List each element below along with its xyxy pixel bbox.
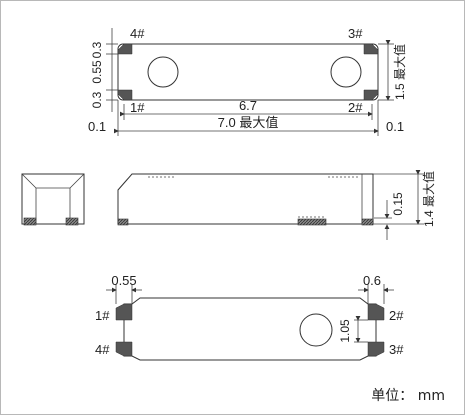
bottom-dot bbox=[299, 313, 333, 347]
top-pad-2 bbox=[363, 89, 379, 101]
dim-pad-thickness: 0.15 bbox=[391, 192, 405, 216]
top-left-dot bbox=[147, 56, 179, 88]
dim-width: 1.5 最大值 bbox=[392, 44, 407, 100]
bottom-pad-1 bbox=[115, 303, 133, 321]
top-pad-3 bbox=[363, 43, 379, 55]
end-view-pad-right bbox=[65, 217, 79, 226]
top-body-outline bbox=[117, 43, 379, 101]
bottom-pin-2-label: 2# bbox=[389, 308, 404, 323]
dim-left-pad: 0.55 bbox=[111, 273, 136, 288]
end-view bbox=[21, 173, 85, 226]
unit-label: 单位： mm bbox=[371, 388, 445, 404]
top-pin-2-label: 2# bbox=[348, 100, 363, 115]
side-view-pad-left bbox=[117, 218, 129, 226]
dim-height: 1.4 最大值 bbox=[421, 171, 436, 227]
dim-inner-length: 6.7 bbox=[239, 98, 257, 113]
top-pin-3-label: 3# bbox=[348, 26, 363, 41]
dim-right-pad: 0.6 bbox=[363, 273, 381, 288]
side-view: 1.4 最大值 0.15 bbox=[117, 170, 436, 240]
side-view-pad-mid bbox=[297, 218, 327, 226]
bottom-pin-4-label: 4# bbox=[95, 342, 110, 357]
bottom-pin-3-label: 3# bbox=[389, 342, 404, 357]
side-view-pad-right bbox=[361, 218, 374, 226]
top-right-dot bbox=[330, 56, 362, 88]
dim-right-margin: 0.1 bbox=[386, 119, 404, 134]
dim-left-margin: 0.1 bbox=[88, 119, 106, 134]
bottom-pad-4 bbox=[115, 341, 133, 357]
top-pin-4-label: 4# bbox=[130, 26, 145, 41]
top-view: 4# 3# 1# 2# 0.3 0.55 0.3 1.5 最大值 6.7 7.0… bbox=[88, 26, 407, 136]
side-view-outline bbox=[117, 173, 374, 225]
top-pin-1-label: 1# bbox=[130, 100, 145, 115]
top-pad-4 bbox=[117, 43, 133, 55]
top-pad-1 bbox=[117, 89, 133, 101]
dim-pad-gap: 0.55 bbox=[90, 60, 104, 84]
end-view-outline bbox=[21, 173, 85, 225]
dim-pad-spacing: 1.05 bbox=[338, 319, 352, 343]
bottom-pad-2 bbox=[367, 303, 385, 321]
end-view-pad-left bbox=[23, 217, 37, 226]
bottom-pad-3 bbox=[367, 341, 385, 357]
bottom-view: 1# 4# 2# 3# 0.55 0.6 1.05 bbox=[95, 273, 404, 361]
dim-pad-top: 0.3 bbox=[90, 41, 104, 58]
dim-total-length: 7.0 最大值 bbox=[218, 115, 279, 130]
dim-pad-bottom: 0.3 bbox=[90, 91, 104, 108]
bottom-pin-1-label: 1# bbox=[95, 308, 110, 323]
